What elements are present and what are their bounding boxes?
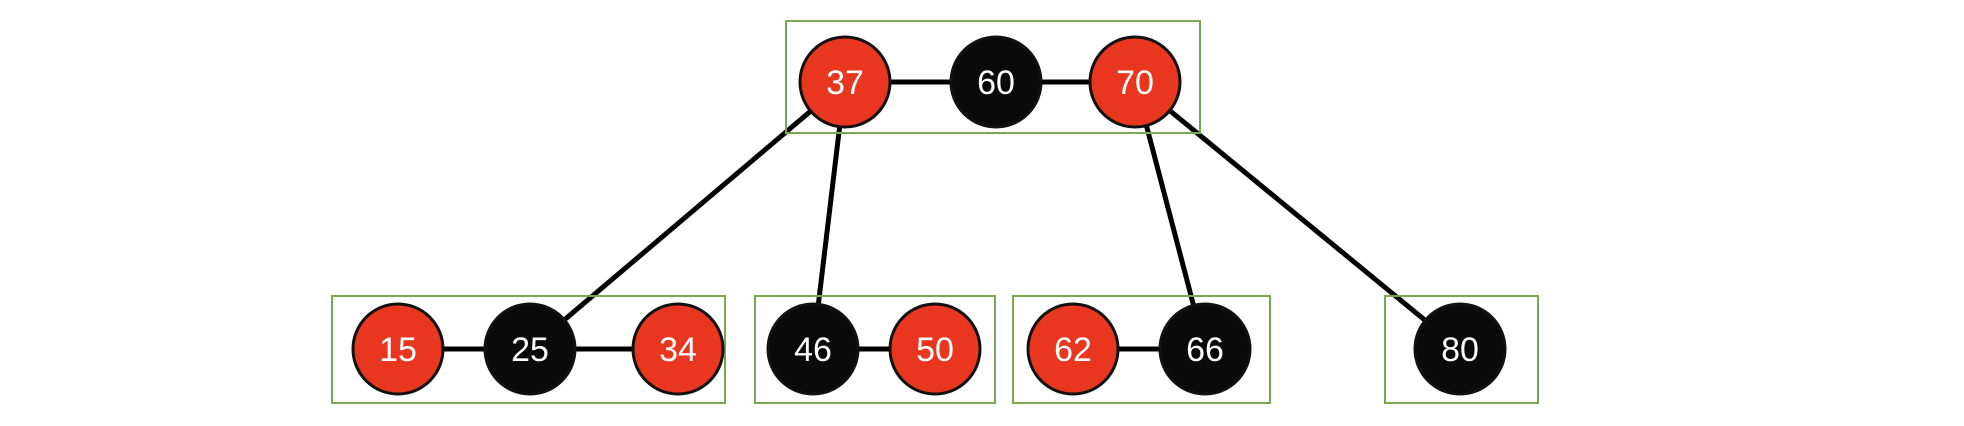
- tree-edge-n37-n46: [815, 124, 843, 307]
- node-circle-50[interactable]: [888, 302, 982, 396]
- node-group-box-group-leaf-4: [1384, 295, 1539, 404]
- node-circle-46[interactable]: [766, 302, 860, 396]
- tree-edge-n37-n25: [561, 107, 814, 324]
- tree-node-50[interactable]: 50: [888, 302, 982, 396]
- tree-node-46[interactable]: 46: [766, 302, 860, 396]
- node-circle-15[interactable]: [351, 302, 445, 396]
- node-circle-62[interactable]: [1026, 302, 1120, 396]
- group-box-layer: [331, 20, 1539, 404]
- node-circle-37[interactable]: [798, 35, 892, 129]
- internal-edge-layer: [441, 79, 1162, 352]
- node-group-box-group-leaf-3: [1012, 295, 1271, 404]
- node-circle-34[interactable]: [631, 302, 725, 396]
- node-layer: 37 60 70 15 25 34 46 50 62 66 80: [351, 35, 1507, 396]
- tree-node-37[interactable]: 37: [798, 35, 892, 129]
- tree-node-66[interactable]: 66: [1158, 302, 1252, 396]
- tree-edge-n70-n66: [1143, 122, 1197, 309]
- node-group-box-group-leaf-2: [754, 295, 996, 404]
- node-circle-60[interactable]: [949, 35, 1043, 129]
- node-circle-66[interactable]: [1158, 302, 1252, 396]
- tree-node-60[interactable]: 60: [949, 35, 1043, 129]
- node-group-box-group-leaf-1: [331, 295, 726, 404]
- tree-node-15[interactable]: 15: [351, 302, 445, 396]
- tree-node-70[interactable]: 70: [1088, 35, 1182, 129]
- tree-edge-n70-n80: [1166, 107, 1429, 324]
- child-edge-layer: [561, 107, 1429, 324]
- node-circle-80[interactable]: [1413, 302, 1507, 396]
- tree-node-80[interactable]: 80: [1413, 302, 1507, 396]
- node-circle-70[interactable]: [1088, 35, 1182, 129]
- node-circle-25[interactable]: [483, 302, 577, 396]
- tree-node-34[interactable]: 34: [631, 302, 725, 396]
- tree-node-62[interactable]: 62: [1026, 302, 1120, 396]
- node-group-box-group-root: [785, 20, 1201, 134]
- tree-node-25[interactable]: 25: [483, 302, 577, 396]
